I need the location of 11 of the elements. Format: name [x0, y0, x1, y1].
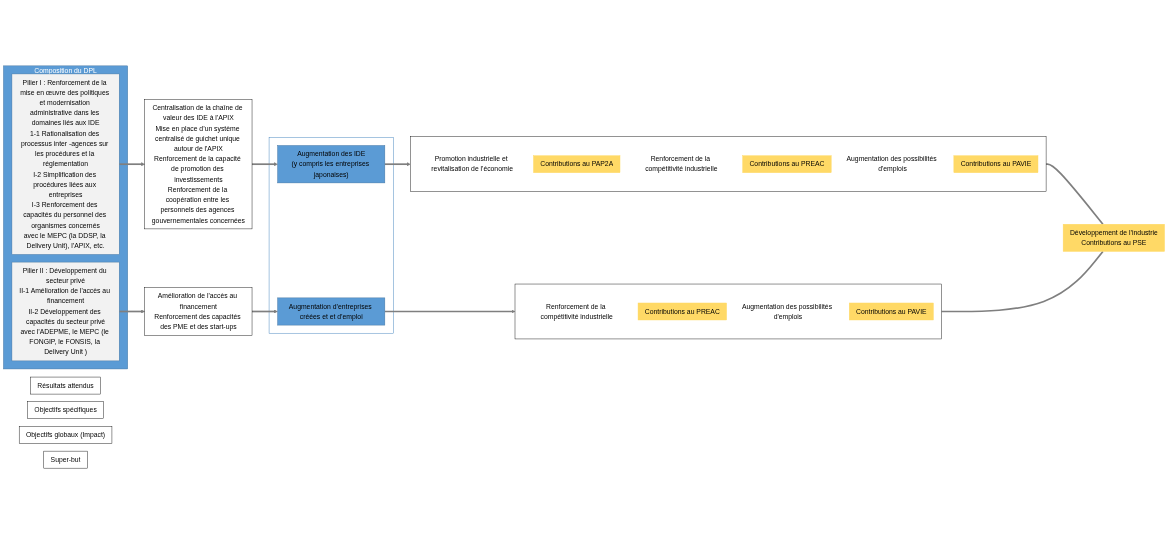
arrow: [384, 309, 516, 314]
connector: [940, 250, 1104, 313]
arrow: [118, 162, 145, 167]
connector: [1045, 163, 1104, 226]
cluster: [514, 283, 942, 340]
arrow: [251, 162, 278, 167]
arrow: [118, 309, 145, 314]
arrow: [384, 162, 411, 167]
cluster: [410, 136, 1047, 192]
cluster: [268, 137, 394, 334]
arrow: [251, 309, 278, 314]
